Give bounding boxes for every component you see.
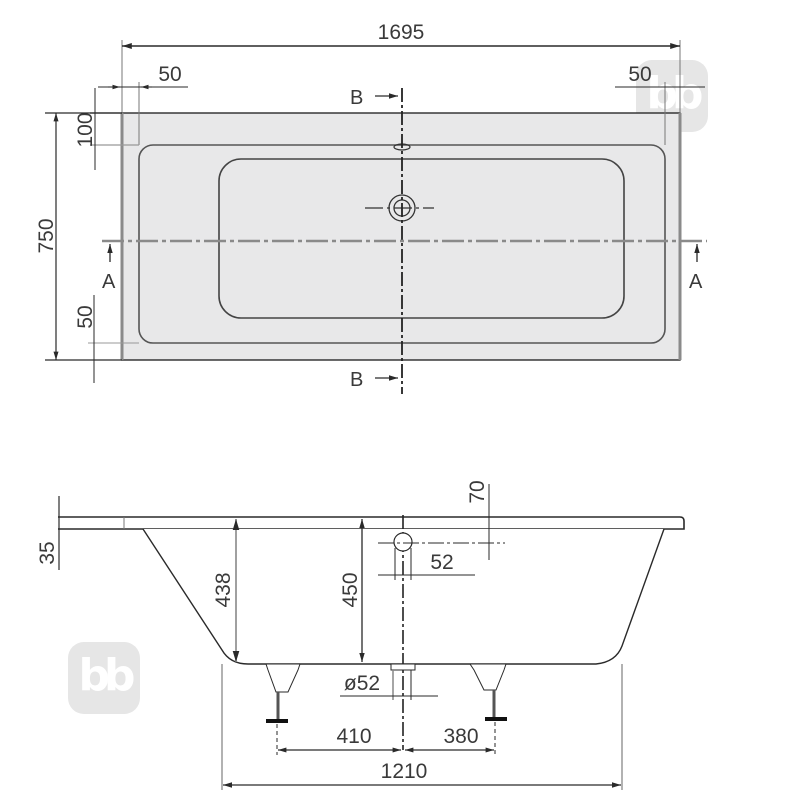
dim-rim-thickness: 35 [36,541,59,564]
watermark-text: bb [646,68,704,119]
plan-view: B B A A 1695 50 50 100 750 [35,21,707,394]
tub-rim-section [58,516,685,530]
watermark-logo-bottom: bb [68,642,140,714]
section-marker-a-left: A [102,271,116,293]
tub-floor-outline [218,158,625,319]
dim-bottom-rim: 50 [74,305,97,328]
dim-left-rim: 50 [158,63,181,86]
section-view: 35 438 450 52 70 ø52 [36,480,685,790]
dim-drain-to-right-foot: 380 [443,725,478,748]
dim-left-foot-to-drain: 410 [336,725,371,748]
dim-overall-length: 1695 [378,21,425,44]
watermark-text: bb [78,650,136,701]
dim-base-length: 1210 [381,760,428,783]
dim-drain-diameter: ø52 [344,672,380,695]
dim-overall-width: 750 [35,218,58,253]
foot-left [265,663,301,723]
foot-right [469,663,507,721]
dim-depth-left: 438 [212,572,235,607]
drain-outlet [390,663,416,671]
overflow-icon [393,532,413,552]
section-marker-a-right: A [689,271,703,293]
section-marker-b-top: B [350,87,363,109]
section-marker-b-bottom: B [350,369,363,391]
dim-overflow-diameter: 52 [430,551,453,574]
dim-overflow-offset: 70 [466,480,489,503]
dim-top-rim: 100 [74,112,97,147]
dim-right-rim: 50 [628,63,651,86]
dim-depth-center: 450 [339,572,362,607]
